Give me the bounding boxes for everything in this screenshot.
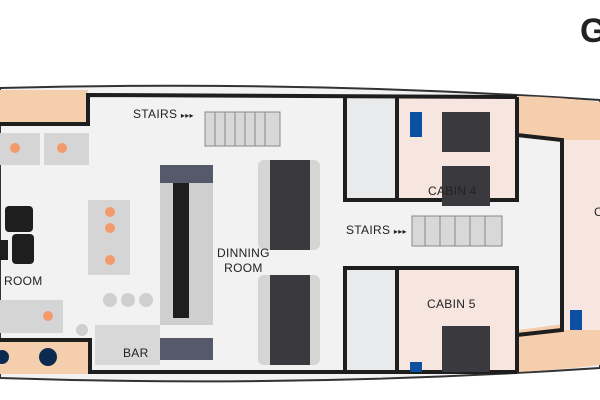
stairs-mid-label: STAIRS ▸▸▸ — [346, 223, 407, 237]
pillow-right — [570, 310, 582, 330]
lounge-sofa-top — [0, 133, 89, 165]
bar-bottom-cap — [160, 338, 213, 360]
right-cabin-label: C — [594, 205, 600, 219]
portholes — [0, 348, 57, 366]
stairs-text: STAIRS — [346, 223, 391, 237]
dining-table-bottom — [258, 275, 320, 365]
lounge-table — [0, 206, 34, 264]
pillow-cabin5 — [410, 362, 422, 372]
stairs-top-steps — [204, 111, 281, 147]
deck-top-left — [0, 90, 88, 124]
arrow-right-icon: ▸▸▸ — [393, 227, 407, 236]
lounge-sofa-bottom — [0, 300, 63, 333]
bar-low-counter — [95, 325, 160, 365]
room-label: ROOM — [4, 274, 43, 288]
cabin5-bed — [442, 326, 490, 372]
cabin4-label: CABIN 4 — [428, 184, 477, 198]
bath5 — [345, 268, 397, 372]
dining-table-top — [258, 160, 320, 250]
arrow-right-icon: ▸▸▸ — [180, 111, 194, 120]
right-cabin-floor — [562, 140, 600, 330]
stairs-top-label: STAIRS ▸▸▸ — [133, 107, 194, 121]
bar-counter-dark — [173, 180, 189, 318]
cabin5-label: CABIN 5 — [427, 297, 476, 311]
cushions — [10, 143, 115, 321]
stairs-text: STAIRS — [133, 107, 178, 121]
walls — [0, 92, 564, 374]
bath4 — [345, 95, 397, 200]
cabin4-beds — [442, 112, 490, 206]
bar-top-cap — [160, 165, 213, 183]
dining-line1: DINNING — [217, 246, 270, 260]
title-fragment: G — [580, 12, 600, 50]
stairs-mid-steps — [411, 215, 503, 247]
pillow-cabin4 — [410, 112, 422, 137]
bar-stools — [76, 293, 153, 336]
bar-label: BAR — [123, 346, 149, 360]
dining-line2: ROOM — [224, 261, 263, 275]
